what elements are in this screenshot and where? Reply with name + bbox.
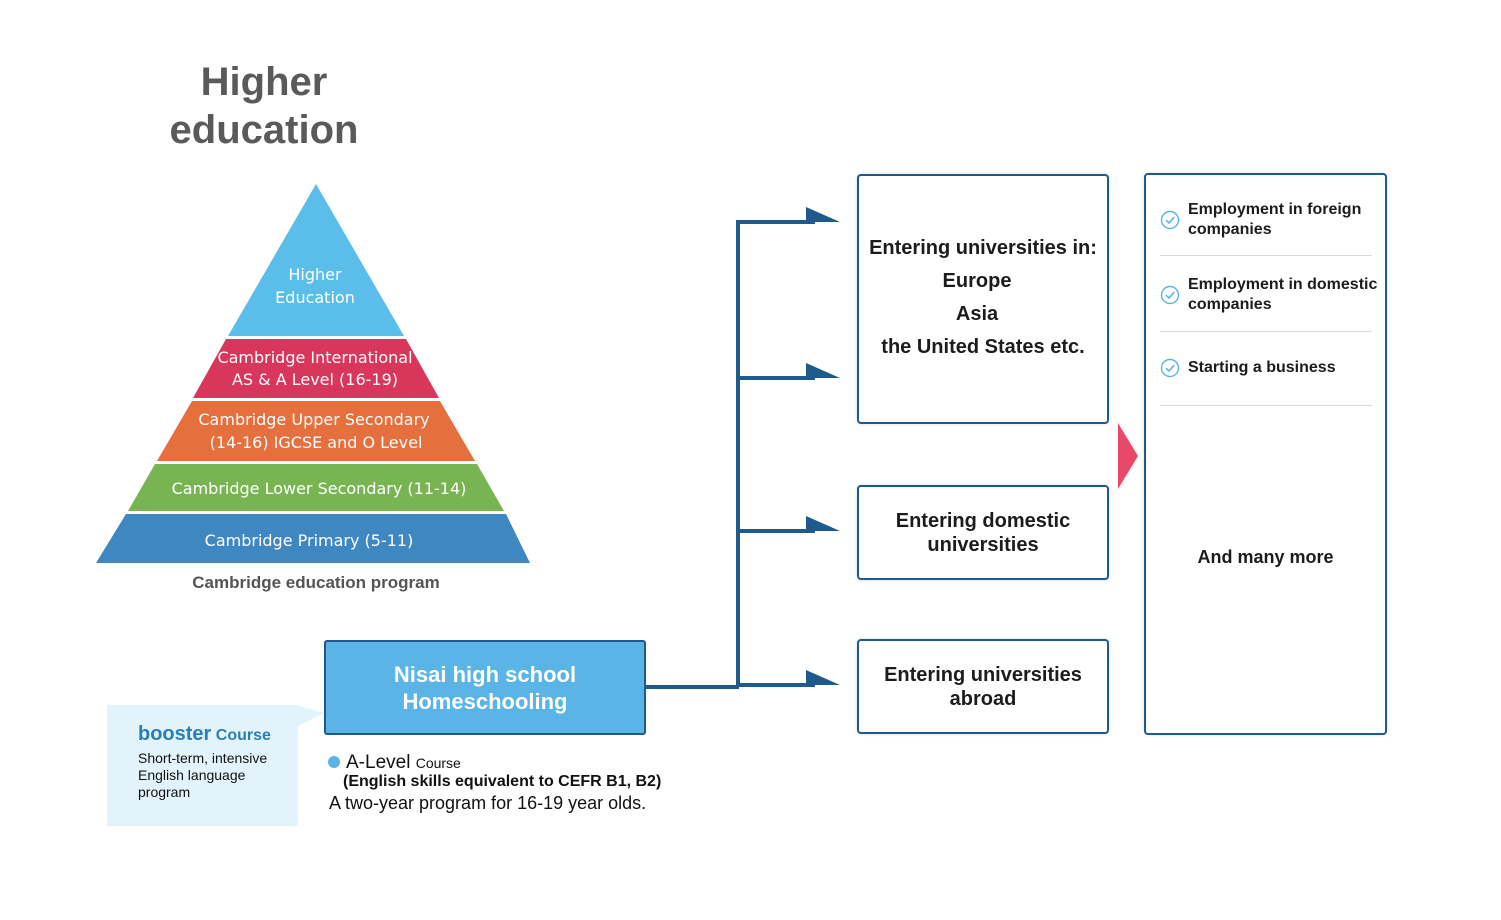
- alevel-course-label: Course: [415, 755, 461, 771]
- booster-course-label: Course: [215, 727, 271, 744]
- nisai-line1: Nisai high school: [393, 661, 577, 687]
- title-line-2: education: [169, 108, 359, 152]
- check-circle-icon: [1160, 285, 1180, 305]
- nisai-line2: Homeschooling: [402, 688, 568, 714]
- destination-abroad-line2: abroad: [949, 687, 1017, 710]
- callout-pointer: [296, 705, 324, 727]
- destination-domestic-box: Entering domestic universities: [857, 485, 1109, 580]
- check-circle-icon: [1160, 210, 1180, 230]
- career-label: companies: [1188, 296, 1272, 313]
- divider: [1160, 331, 1372, 332]
- career-item: Employment in foreign companies: [1160, 200, 1382, 240]
- tier-label: Education: [275, 288, 355, 307]
- pyramid-caption: Cambridge education program: [192, 573, 440, 592]
- pyramid-tier-as-a-level: [193, 339, 439, 398]
- tier-label: Cambridge International: [217, 348, 412, 367]
- destination-place: Asia: [955, 303, 999, 325]
- destination-domestic-line1: Entering domestic: [895, 509, 1071, 532]
- careers-box: Employment in foreign companies Employmen…: [1144, 173, 1387, 735]
- destination-place: Europe: [942, 270, 1012, 292]
- tier-label: Higher: [288, 265, 342, 284]
- tier-label: (14-16) IGCSE and O Level: [210, 433, 423, 452]
- career-label: companies: [1188, 221, 1272, 238]
- destination-abroad-box: Entering universities abroad: [857, 639, 1109, 734]
- career-label: Starting a business: [1188, 359, 1336, 376]
- booster-name: booster: [138, 723, 212, 745]
- career-label: Employment in domestic: [1188, 276, 1378, 293]
- destination-universities-title: Entering universities in:: [869, 237, 1097, 259]
- alevel-title: A-Level Course: [346, 752, 461, 774]
- nisai-homeschooling-box: Nisai high school Homeschooling: [324, 640, 646, 735]
- divider: [1160, 405, 1372, 406]
- booster-course-callout: booster Course Short-term, intensive Eng…: [107, 705, 298, 826]
- destination-place: the United States etc.: [881, 336, 1085, 358]
- careers-more: And many more: [1197, 547, 1334, 567]
- divider: [1160, 255, 1372, 256]
- destination-domestic-line2: universities: [927, 533, 1039, 556]
- alevel-description: A two-year program for 16-19 year olds.: [329, 793, 647, 813]
- alevel-cefr: (English skills equivalent to CEFR B1, B…: [343, 773, 662, 790]
- tier-label: Cambridge Lower Secondary (11-14): [172, 479, 467, 498]
- tier-label: Cambridge Upper Secondary: [198, 410, 429, 429]
- destination-universities-box: Entering universities in: Europe Asia th…: [857, 174, 1109, 424]
- tier-label: AS & A Level (16-19): [232, 370, 398, 389]
- pink-arrow-icon: [1118, 423, 1138, 489]
- title-line-1: Higher: [200, 60, 328, 104]
- arrow-right-icon: [806, 670, 840, 685]
- bullet-dot-icon: [328, 756, 340, 768]
- cambridge-pyramid: Higher Education Cambridge International…: [96, 184, 530, 563]
- pyramid-tier-upper-secondary: [157, 401, 475, 461]
- arrow-right-icon: [806, 207, 840, 222]
- arrow-right-icon: [806, 363, 840, 378]
- check-circle-icon: [1160, 358, 1180, 378]
- pyramid-tier-lower-secondary: [128, 464, 504, 511]
- career-item: Employment in domestic companies: [1160, 275, 1382, 315]
- career-item: Starting a business: [1160, 358, 1382, 378]
- booster-description: Short-term, intensive English language p…: [138, 750, 268, 800]
- alevel-name: A-Level: [346, 752, 411, 773]
- pyramid-tier-primary: [96, 514, 530, 563]
- arrow-right-icon: [806, 516, 840, 531]
- page-title: Higher education: [150, 58, 378, 154]
- destination-abroad-line1: Entering universities: [884, 663, 1082, 686]
- career-label: Employment in foreign: [1188, 201, 1362, 218]
- pyramid-tier-higher-education: [228, 184, 404, 336]
- tier-label: Cambridge Primary (5-11): [205, 531, 414, 550]
